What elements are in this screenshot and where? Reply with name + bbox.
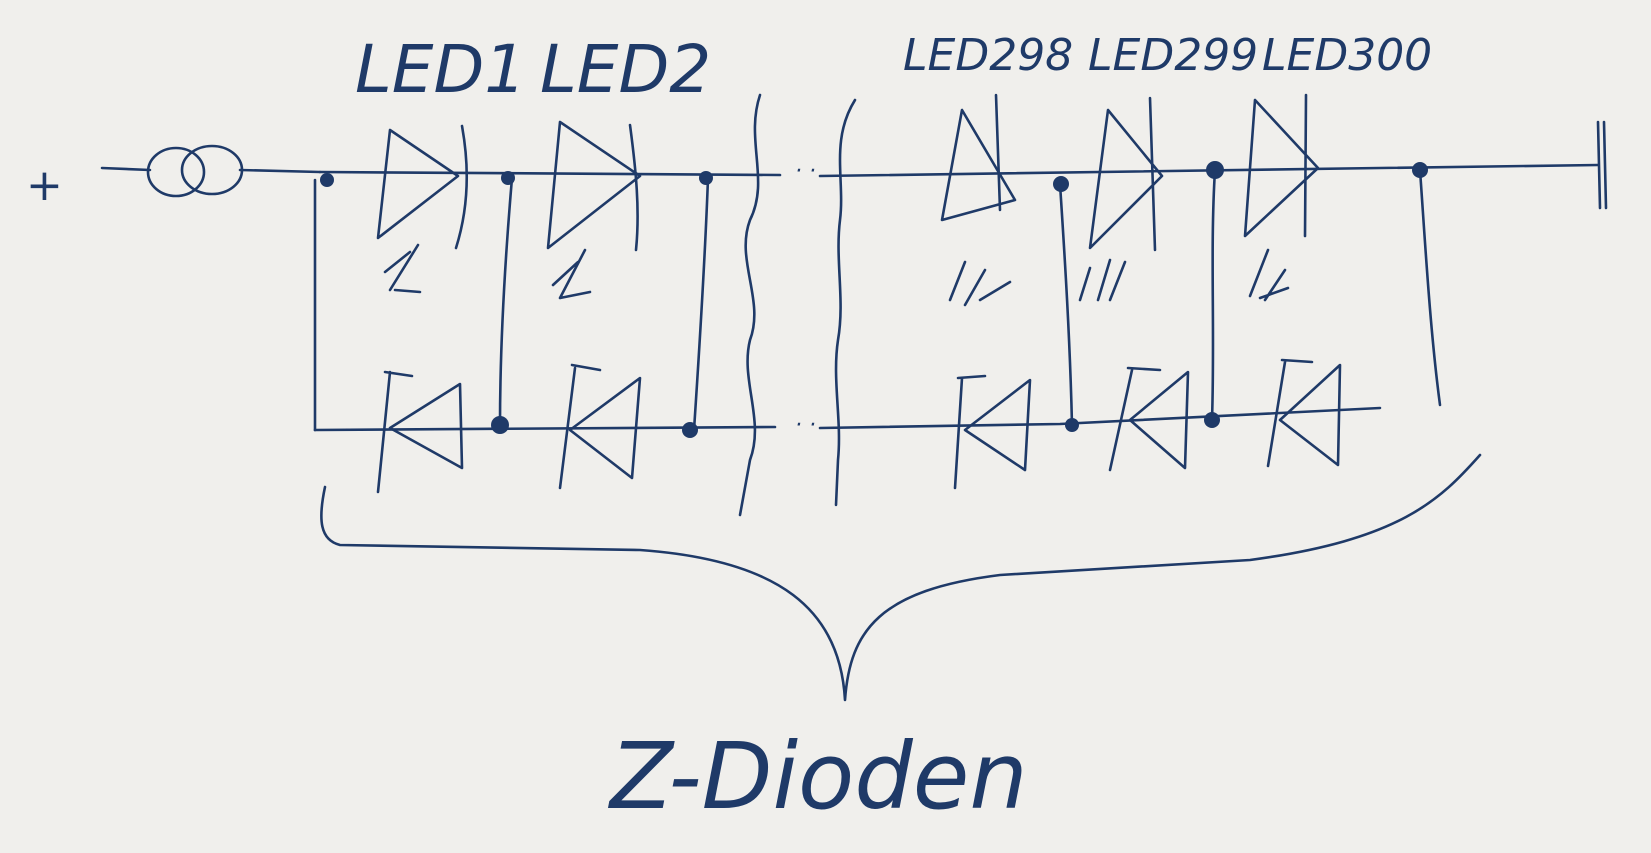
z-diodes-label: Z-Dioden — [607, 723, 1028, 830]
plus-terminal-label: + — [26, 160, 63, 211]
led-298-symbol — [940, 93, 1017, 307]
led-1-label: LED1 — [355, 31, 526, 108]
connector-4 — [1058, 182, 1074, 427]
connector-2 — [498, 176, 514, 427]
z-diode-group-brace — [320, 453, 1482, 702]
negative-terminal-bar — [1596, 120, 1608, 210]
connector-3 — [692, 176, 710, 432]
zener-diode-298 — [953, 374, 1032, 490]
led-2-symbol — [546, 120, 642, 300]
current-source-symbol — [100, 144, 322, 198]
led-299-label: LED299 — [1088, 30, 1258, 81]
top-ellipsis: · · — [795, 159, 816, 184]
zener-diode-2 — [558, 363, 642, 490]
bottom-ellipsis: · · — [795, 413, 816, 438]
led-300-symbol — [1243, 93, 1320, 302]
top-rail-right — [818, 163, 1600, 178]
zener-diode-299 — [1108, 366, 1190, 472]
led-1-symbol — [376, 124, 469, 294]
bottom-rail-right — [818, 406, 1382, 430]
connector-6 — [1418, 168, 1442, 407]
led-299-symbol — [1078, 96, 1164, 302]
led-298-label: LED298 — [903, 30, 1073, 81]
led-300-label: LED300 — [1262, 30, 1432, 81]
zener-diode-300 — [1266, 358, 1342, 468]
junction-dots — [320, 161, 1428, 438]
zener-diode-1 — [376, 370, 464, 494]
break-line-right — [834, 98, 857, 507]
break-line-left — [738, 93, 762, 517]
led-2-label: LED2 — [540, 31, 711, 108]
connector-5 — [1210, 168, 1217, 422]
